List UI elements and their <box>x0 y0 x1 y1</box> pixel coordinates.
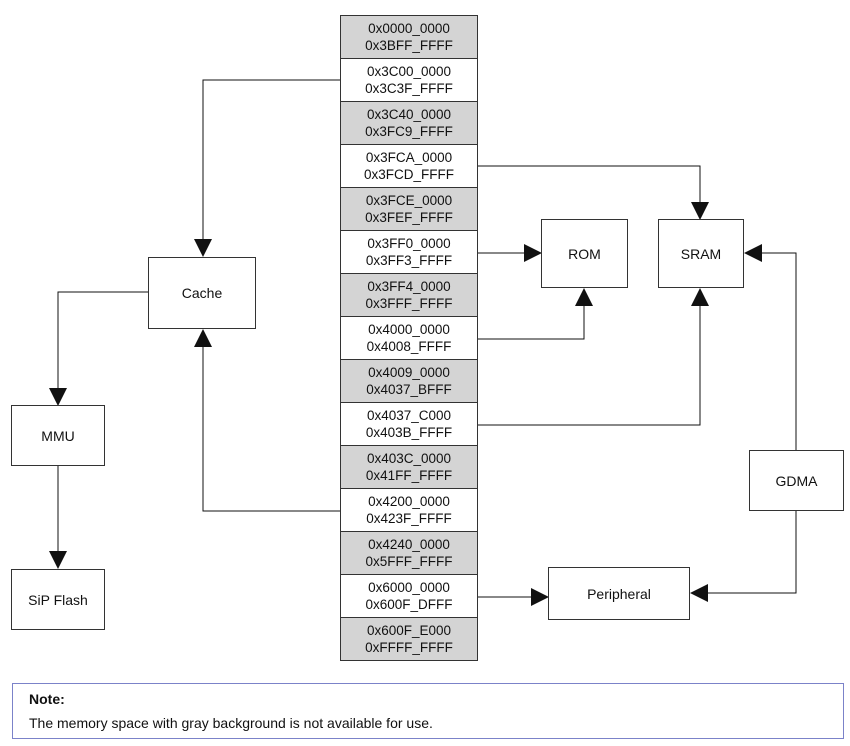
memory-segment: 0x4240_0000 0x5FFF_FFFF <box>341 532 477 575</box>
memory-segment: 0x4000_0000 0x4008_FFFF <box>341 317 477 360</box>
segment-end-address: 0xFFFF_FFFF <box>365 640 453 655</box>
memory-segment: 0x3C40_0000 0x3FC9_FFFF <box>341 102 477 145</box>
arrow-gdma-to-peripheral <box>690 511 797 602</box>
memory-segment: 0x3FCE_0000 0x3FEF_FFFF <box>341 188 477 231</box>
memory-segment: 0x3C00_0000 0x3C3F_FFFF <box>341 59 477 102</box>
memory-segment: 0x3FF4_0000 0x3FFF_FFFF <box>341 274 477 317</box>
arrow-3c00-to-cache <box>194 79 340 257</box>
note-title: Note: <box>29 691 65 707</box>
peripheral-block: Peripheral <box>548 567 690 620</box>
memory-map: 0x0000_0000 0x3BFF_FFFF 0x3C00_0000 0x3C3F_… <box>340 15 478 661</box>
segment-end-address: 0x3FF3_FFFF <box>365 253 453 268</box>
note-box: Note: The memory space with gray backgro… <box>12 683 844 739</box>
segment-start-address: 0x4037_C000 <box>366 408 452 423</box>
sram-label: SRAM <box>680 245 722 262</box>
mmu-block: MMU <box>11 405 105 466</box>
memory-segment: 0x0000_0000 0x3BFF_FFFF <box>341 16 477 59</box>
segment-start-address: 0x0000_0000 <box>368 21 450 36</box>
segment-end-address: 0x3FEF_FFFF <box>365 210 453 225</box>
sram-block: SRAM <box>658 219 744 288</box>
gdma-block: GDMA <box>749 450 844 511</box>
segment-start-address: 0x403C_0000 <box>366 451 452 466</box>
memory-segment: 0x3FF0_0000 0x3FF3_FFFF <box>341 231 477 274</box>
segment-end-address: 0x3FFF_FFFF <box>365 296 453 311</box>
memory-segment: 0x403C_0000 0x41FF_FFFF <box>341 446 477 489</box>
arrow-cache-to-mmu <box>49 291 148 406</box>
segment-end-address: 0x3C3F_FFFF <box>365 81 453 96</box>
arrow-3fca-to-sram <box>476 165 709 220</box>
segment-end-address: 0x5FFF_FFFF <box>365 554 453 569</box>
segment-start-address: 0x4200_0000 <box>368 494 450 509</box>
segment-start-address: 0x3FCE_0000 <box>365 193 453 208</box>
memory-segment: 0x4009_0000 0x4037_BFFF <box>341 360 477 403</box>
arrow-4200-to-cache <box>194 329 340 512</box>
segment-start-address: 0x4009_0000 <box>368 365 450 380</box>
arrow-gdma-to-sram <box>744 244 797 450</box>
segment-end-address: 0x3FCD_FFFF <box>363 167 454 182</box>
segment-start-address: 0x3FF0_0000 <box>367 236 451 251</box>
segment-start-address: 0x3FF4_0000 <box>367 279 451 294</box>
arrow-4000-to-rom <box>476 288 593 340</box>
cache-block: Cache <box>148 257 256 329</box>
arrow-4037c-to-sram <box>476 288 709 426</box>
sip-flash-block: SiP Flash <box>11 569 105 630</box>
segment-start-address: 0x3C00_0000 <box>366 64 452 79</box>
rom-block: ROM <box>541 219 628 288</box>
connector-lines <box>49 79 797 606</box>
segment-end-address: 0x41FF_FFFF <box>365 468 453 483</box>
sip-flash-label: SiP Flash <box>28 591 88 608</box>
segment-start-address: 0x600F_E000 <box>366 623 452 638</box>
segment-end-address: 0x403B_FFFF <box>365 425 453 440</box>
memory-segment: 0x600F_E000 0xFFFF_FFFF <box>341 618 477 661</box>
segment-start-address: 0x3FCA_0000 <box>365 150 453 165</box>
peripheral-label: Peripheral <box>587 585 651 602</box>
segment-start-address: 0x6000_0000 <box>368 580 450 595</box>
segment-end-address: 0x3FC9_FFFF <box>365 124 453 139</box>
note-text: The memory space with gray background is… <box>29 715 433 731</box>
memory-segment: 0x4200_0000 0x423F_FFFF <box>341 489 477 532</box>
memory-segment: 0x4037_C000 0x403B_FFFF <box>341 403 477 446</box>
segment-end-address: 0x423F_FFFF <box>366 511 452 526</box>
mmu-label: MMU <box>41 427 75 444</box>
gdma-label: GDMA <box>775 472 818 489</box>
segment-end-address: 0x4037_BFFF <box>366 382 452 397</box>
cache-label: Cache <box>181 285 223 301</box>
rom-label: ROM <box>568 245 601 262</box>
segment-end-address: 0x4008_FFFF <box>366 339 452 354</box>
memory-segment: 0x6000_0000 0x600F_DFFF <box>341 575 477 618</box>
segment-start-address: 0x3C40_0000 <box>366 107 452 122</box>
segment-start-address: 0x4240_0000 <box>368 537 450 552</box>
segment-start-address: 0x4000_0000 <box>368 322 450 337</box>
memory-segment: 0x3FCA_0000 0x3FCD_FFFF <box>341 145 477 188</box>
segment-end-address: 0x600F_DFFF <box>365 597 453 612</box>
segment-end-address: 0x3BFF_FFFF <box>365 38 453 53</box>
